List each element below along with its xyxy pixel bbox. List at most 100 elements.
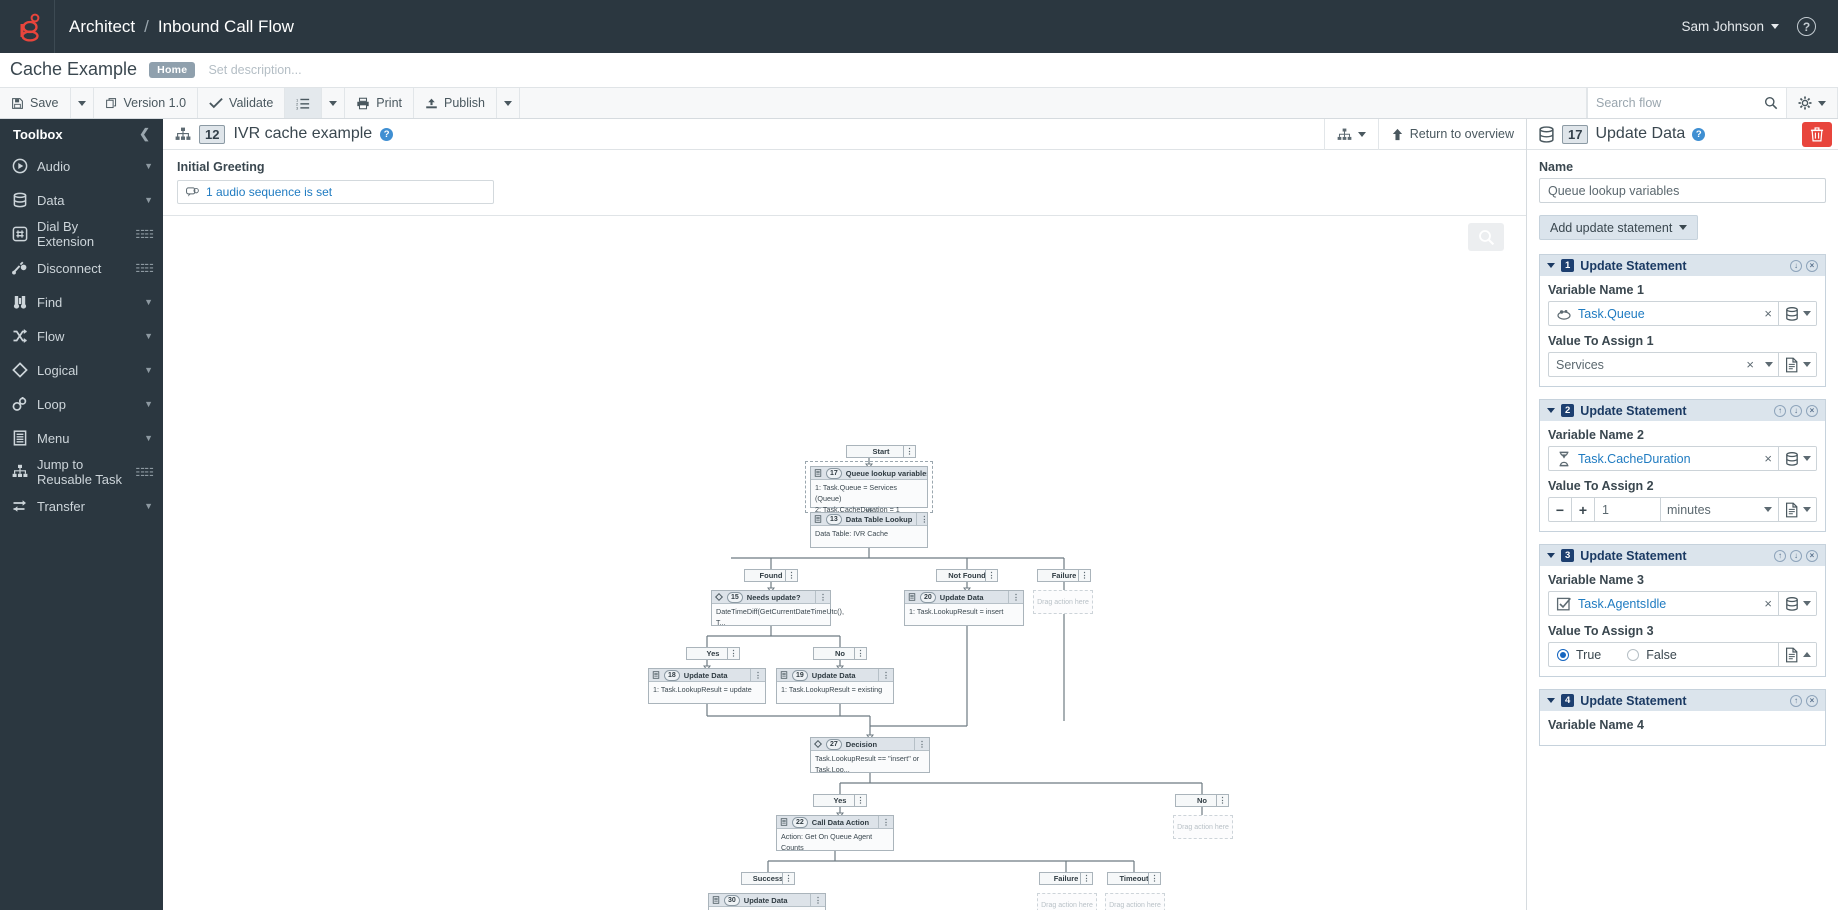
sidebar-item-loop[interactable]: Loop▼ [0,387,163,421]
flow-branch-found[interactable]: Found⋮ [744,569,798,582]
flow-hierarchy-button[interactable] [1323,118,1378,150]
clear-variable-icon[interactable]: × [1764,306,1772,321]
chevron-down-icon[interactable] [1547,408,1555,413]
kebab-menu-icon[interactable]: ⋮ [727,648,739,659]
kebab-menu-icon[interactable]: ⋮ [878,669,890,681]
clear-variable-icon[interactable]: × [1764,596,1772,611]
clear-variable-icon[interactable]: × [1764,451,1772,466]
kebab-menu-icon[interactable]: ⋮ [782,873,794,884]
sidebar-item-logical[interactable]: Logical▼ [0,353,163,387]
kebab-menu-icon[interactable]: ⋮ [878,816,890,828]
clear-value-icon[interactable]: × [1746,357,1754,372]
sidebar-item-transfer[interactable]: Transfer▼ [0,489,163,523]
help-icon[interactable]: ? [380,127,394,141]
chevron-down-icon[interactable] [1547,263,1555,268]
move-up-icon[interactable]: ↑ [1774,404,1786,417]
chevron-down-icon[interactable]: ▼ [144,161,153,171]
chevron-down-icon[interactable]: ▼ [144,297,153,307]
chevron-down-icon[interactable]: ▼ [144,331,153,341]
chevron-down-icon[interactable]: ▼ [144,195,153,205]
breadcrumb-app-name[interactable]: Architect [69,16,136,36]
remove-statement-icon[interactable]: × [1806,404,1818,417]
search-flow-input[interactable] [1596,96,1758,110]
duration-unit-select[interactable]: minutes [1660,498,1778,521]
variable-picker-button[interactable] [1778,302,1816,325]
duration-value-field[interactable]: 1 [1595,498,1660,521]
variable-field[interactable]: Task.Queue [1549,302,1758,325]
flow-branch-failure[interactable]: Failure⋮ [1039,872,1093,885]
sidebar-item-find[interactable]: Find▼ [0,285,163,319]
chevron-down-icon[interactable]: ▼ [144,433,153,443]
chevron-down-icon[interactable] [1547,553,1555,558]
drag-action-placeholder[interactable]: Drag action here [1105,893,1165,910]
sidebar-item-disconnect[interactable]: Disconnect☷☷ [0,251,163,285]
drag-grip-icon[interactable]: ☷☷ [135,262,154,275]
flow-branch-success[interactable]: Success⋮ [741,872,795,885]
kebab-menu-icon[interactable]: ⋮ [1008,591,1020,603]
kebab-menu-icon[interactable]: ⋮ [750,669,762,681]
variable-name-input[interactable]: Task.Queue × [1548,301,1817,326]
drag-action-placeholder[interactable]: Drag action here [1173,815,1233,839]
kebab-menu-icon[interactable]: ⋮ [815,591,827,603]
kebab-menu-icon[interactable]: ⋮ [1148,873,1160,884]
drag-grip-icon[interactable]: ☷☷ [135,466,154,479]
version-button[interactable]: Version 1.0 [94,88,199,118]
flow-branch-timeout[interactable]: Timeout⋮ [1107,872,1161,885]
chevron-down-icon[interactable] [1547,698,1555,703]
sidebar-item-jump-to-reusable-task[interactable]: Jump to Reusable Task☷☷ [0,455,163,489]
remove-statement-icon[interactable]: × [1806,549,1818,562]
search-flow-container[interactable] [1587,88,1787,118]
kebab-menu-icon[interactable]: ⋮ [914,738,926,750]
flow-branch-yes[interactable]: Yes⋮ [813,794,867,807]
kebab-menu-icon[interactable]: ⋮ [903,446,915,457]
drag-grip-icon[interactable]: ☷☷ [135,228,154,241]
name-input[interactable]: Queue lookup variables [1539,178,1826,203]
move-down-icon[interactable]: ↓ [1790,404,1802,417]
kebab-menu-icon[interactable]: ⋮ [985,570,997,581]
move-up-icon[interactable]: ↑ [1790,694,1802,707]
variable-name-input[interactable]: Task.AgentsIdle× [1548,591,1817,616]
remove-statement-icon[interactable]: × [1806,259,1818,272]
flow-branch-failure[interactable]: Failure⋮ [1037,569,1091,582]
drag-action-placeholder[interactable]: Drag action here [1037,893,1097,910]
print-button[interactable]: Print [345,88,414,118]
publish-dropdown-button[interactable] [497,88,520,118]
user-menu[interactable]: Sam Johnson [1681,19,1779,34]
variable-picker-button[interactable] [1778,592,1816,615]
validate-button[interactable]: Validate [198,88,286,118]
genesys-logo[interactable] [14,10,48,44]
sidebar-item-data[interactable]: Data▼ [0,183,163,217]
kebab-menu-icon[interactable]: ⋮ [810,894,822,906]
audio-sequence-field[interactable]: 1 audio sequence is set [177,180,494,204]
collapse-sidebar-icon[interactable]: ❮ [139,126,150,141]
search-icon[interactable] [1764,96,1778,110]
add-update-statement-button[interactable]: Add update statement [1539,215,1699,240]
chevron-down-icon[interactable]: ▼ [144,365,153,375]
radio-true[interactable] [1557,648,1569,661]
flow-branch-no[interactable]: No⋮ [813,647,867,660]
sidebar-item-menu[interactable]: Menu▼ [0,421,163,455]
list-view-dropdown-button[interactable] [322,88,346,118]
kebab-menu-icon[interactable]: ⋮ [785,570,797,581]
kebab-menu-icon[interactable]: ⋮ [854,648,866,659]
value-to-assign-input[interactable]: Services× [1548,352,1817,377]
audio-sequence-link[interactable]: 1 audio sequence is set [206,185,333,199]
move-up-icon[interactable]: ↑ [1774,549,1786,562]
expression-mode-button[interactable] [1778,498,1816,521]
decrement-button[interactable]: − [1549,498,1572,521]
publish-button[interactable]: Publish [414,88,497,118]
kebab-menu-icon[interactable]: ⋮ [916,513,927,525]
chevron-down-icon[interactable] [1760,353,1778,376]
